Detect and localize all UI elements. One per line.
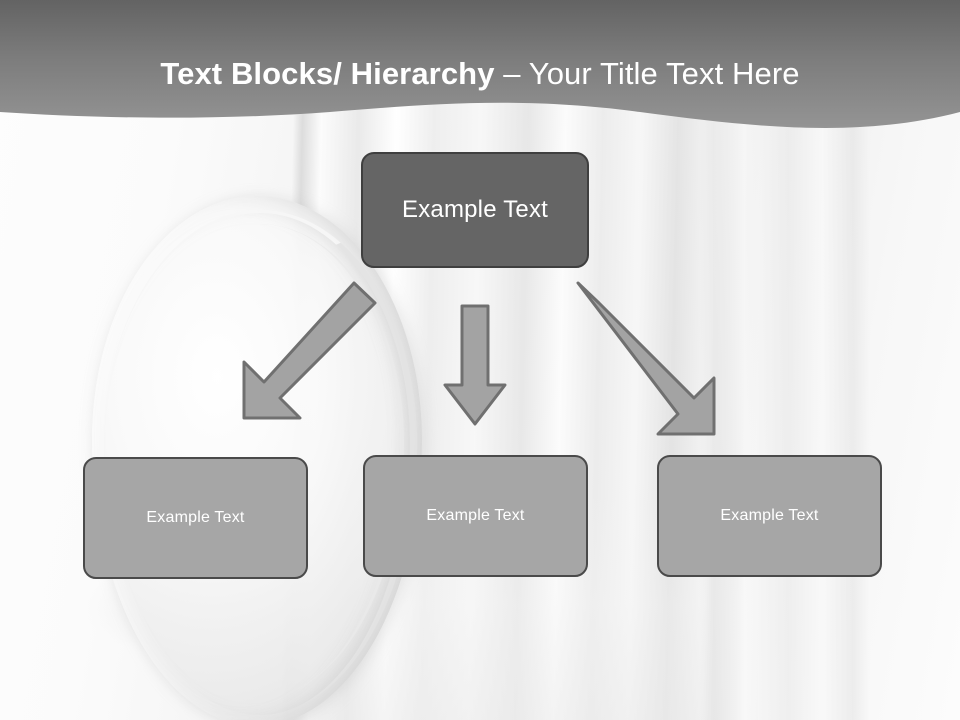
title-banner: Text Blocks/ Hierarchy – Your Title Text… bbox=[0, 0, 960, 140]
page-title: Text Blocks/ Hierarchy – Your Title Text… bbox=[0, 52, 960, 96]
node-top[interactable]: Example Text bbox=[361, 152, 589, 268]
title-regular-part: Your Title Text Here bbox=[528, 56, 800, 91]
title-banner-shape bbox=[0, 0, 960, 128]
node-child-2[interactable]: Example Text bbox=[363, 455, 588, 577]
title-separator: – bbox=[503, 56, 529, 91]
node-child-1[interactable]: Example Text bbox=[83, 457, 308, 579]
node-child-3[interactable]: Example Text bbox=[657, 455, 882, 577]
background-secondary-glass bbox=[700, 110, 870, 720]
title-bold-part: Text Blocks/ Hierarchy bbox=[160, 56, 504, 91]
